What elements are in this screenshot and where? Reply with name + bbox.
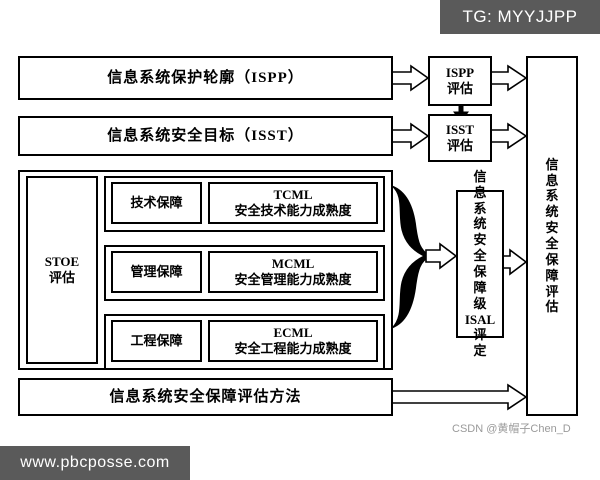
assessment-method-box[interactable]: 信息系统安全保障评估方法 xyxy=(18,378,393,416)
assurance-box-technical[interactable]: 技术保障 xyxy=(111,182,202,224)
isal-line-12: 定 xyxy=(473,343,487,359)
isst-evaluation-box[interactable]: ISST 评估 xyxy=(428,114,492,162)
isst-target-box[interactable]: 信息系统安全目标（ISST） xyxy=(18,116,393,156)
result-line-9: 评 xyxy=(545,283,559,299)
ispp-evaluation-line2: 评估 xyxy=(446,81,473,96)
isst-evaluation-line1: ISST xyxy=(445,121,475,137)
isal-line-9: 级 xyxy=(473,295,487,311)
result-line-2: 息 xyxy=(545,172,559,188)
maturity-code-technical: TCML xyxy=(273,186,313,202)
maturity-box-technical[interactable]: TCML 安全技术能力成熟度 xyxy=(208,182,378,224)
maturity-label-technical: 安全技术能力成熟度 xyxy=(234,203,352,218)
isst-evaluation-line2: 评估 xyxy=(446,138,473,153)
stoe-evaluation-line1: STOE xyxy=(44,253,80,269)
ispp-evaluation-line1: ISPP xyxy=(445,64,475,80)
isal-line-8: 障 xyxy=(473,279,487,295)
result-line-6: 全 xyxy=(545,236,559,251)
isal-line-11: 评 xyxy=(473,327,487,343)
isal-line-4: 统 xyxy=(473,216,487,232)
assurance-box-engineering[interactable]: 工程保障 xyxy=(111,320,202,362)
isal-line-3: 系 xyxy=(473,200,487,216)
tg-watermark-badge: TG: MYYJJPP xyxy=(440,0,600,34)
assurance-box-management[interactable]: 管理保障 xyxy=(111,251,202,293)
assurance-label-technical: 技术保障 xyxy=(130,194,183,210)
isal-rating-box[interactable]: 信 息 系 统 安 全 保 障 级 ISAL 评 定 xyxy=(456,169,504,358)
arrow-ispp-row-to-eval xyxy=(391,64,430,92)
isal-line-7: 保 xyxy=(473,264,487,279)
ispp-profile-box[interactable]: 信息系统保护轮廓（ISPP） xyxy=(18,56,393,100)
arrow-isst-row-to-eval xyxy=(391,122,430,150)
maturity-box-management[interactable]: MCML 安全管理能力成熟度 xyxy=(208,251,378,293)
tg-watermark-text: TG: MYYJJPP xyxy=(462,7,578,26)
isal-line-1: 信 xyxy=(473,168,487,184)
brace-maturity-rows xyxy=(391,185,431,329)
maturity-code-management: MCML xyxy=(271,255,315,271)
ispp-evaluation-box[interactable]: ISPP 评估 xyxy=(428,56,492,106)
isal-line-6: 全 xyxy=(473,248,487,264)
arrow-method-to-result xyxy=(391,383,528,411)
arrow-ispp-eval-to-result xyxy=(490,64,528,92)
isal-line-5: 安 xyxy=(473,232,487,248)
arrow-isal-to-result xyxy=(502,248,528,276)
isal-line-2: 息 xyxy=(473,184,487,200)
csdn-attribution: CSDN @黄帽子Chen_D xyxy=(452,423,571,435)
result-line-1: 信 xyxy=(545,156,559,172)
maturity-code-engineering: ECML xyxy=(273,324,313,340)
result-line-8: 障 xyxy=(545,267,559,283)
result-line-4: 统 xyxy=(545,204,559,220)
arrow-brace-to-isal xyxy=(425,242,458,270)
maturity-label-engineering: 安全工程能力成熟度 xyxy=(234,341,352,356)
site-watermark-badge: www.pbcposse.com xyxy=(0,446,190,480)
assessment-method-label: 信息系统安全保障评估方法 xyxy=(109,388,302,405)
result-line-10: 估 xyxy=(545,299,559,315)
assurance-label-management: 管理保障 xyxy=(130,263,183,279)
maturity-label-management: 安全管理能力成熟度 xyxy=(234,272,352,287)
isst-target-label: 信息系统安全目标（ISST） xyxy=(107,127,304,144)
maturity-box-engineering[interactable]: ECML 安全工程能力成熟度 xyxy=(208,320,378,362)
assurance-label-engineering: 工程保障 xyxy=(130,332,183,348)
ispp-profile-label: 信息系统保护轮廓（ISPP） xyxy=(107,69,304,86)
isal-line-10: ISAL xyxy=(464,311,496,327)
result-line-5: 安 xyxy=(545,220,559,236)
result-line-3: 系 xyxy=(545,188,559,204)
arrow-isst-eval-to-result xyxy=(490,122,528,150)
security-assurance-result-box[interactable]: 信 息 系 统 安 全 保 障 评 估 xyxy=(526,56,578,416)
result-line-7: 保 xyxy=(545,251,559,267)
stoe-evaluation-box[interactable]: STOE 评估 xyxy=(26,176,98,364)
stoe-evaluation-line2: 评估 xyxy=(48,270,75,285)
site-watermark-text: www.pbcposse.com xyxy=(20,454,170,471)
